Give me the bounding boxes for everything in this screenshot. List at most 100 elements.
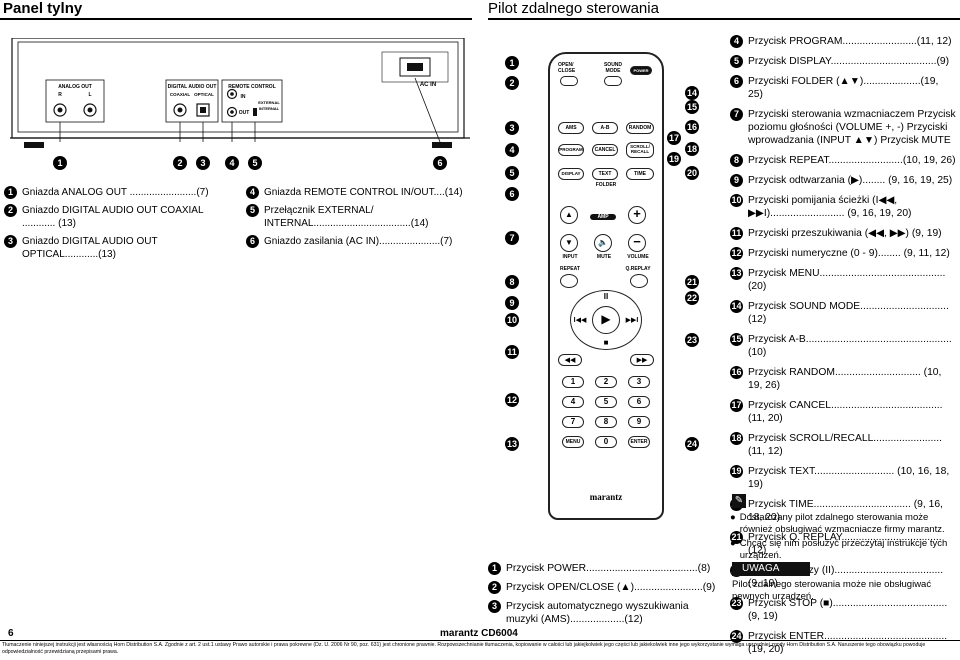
open-close-label: OPEN/ CLOSE bbox=[558, 62, 576, 74]
scroll-recall-button bbox=[626, 142, 654, 158]
stop-icon: ■ bbox=[603, 338, 609, 347]
remote-title: Pilot zdalnego sterowania bbox=[488, 0, 659, 17]
remote-callout-4: 4 bbox=[505, 143, 519, 157]
ams-button bbox=[558, 122, 584, 134]
digit-9-label: 9 bbox=[636, 417, 642, 426]
vol-up-icon: + bbox=[633, 206, 641, 221]
digit-9 bbox=[628, 416, 650, 428]
optical-label: OPTICAL bbox=[194, 92, 214, 97]
program-label: PROGRAM bbox=[559, 147, 583, 152]
digit-0 bbox=[595, 436, 617, 448]
remote-callout-3: 3 bbox=[505, 121, 519, 135]
rear-callout-3: 3 bbox=[196, 156, 210, 170]
remote-callout-10: 10 bbox=[505, 313, 519, 327]
rewind-icon: ◀◀ bbox=[564, 357, 576, 364]
play-icon: ▶ bbox=[601, 312, 611, 326]
vol-down-icon: − bbox=[633, 234, 641, 249]
enter-button bbox=[628, 436, 650, 448]
remote-control-label: REMOTE CONTROL bbox=[228, 84, 276, 90]
rear-callout-5: 5 bbox=[248, 156, 262, 170]
digit-6 bbox=[628, 396, 650, 408]
qreplay-label: Q.REPLAY bbox=[625, 266, 651, 272]
rear-callout-2: 2 bbox=[173, 156, 187, 170]
qreplay-button bbox=[630, 274, 648, 288]
warning-text: Pilot zdalnego sterowania może nie obsłu… bbox=[732, 579, 932, 602]
remote-callout-15: 15 bbox=[685, 100, 699, 114]
digit-7-label: 7 bbox=[570, 417, 576, 426]
remote-callout-23: 23 bbox=[685, 333, 699, 347]
folder-up-button bbox=[560, 206, 578, 224]
note-icon: ✎ bbox=[732, 494, 746, 508]
cancel-label: CANCEL bbox=[594, 147, 616, 153]
analog-out-label: ANALOG OUT bbox=[58, 84, 92, 90]
page-number: 6 bbox=[8, 628, 14, 639]
rear-callout-6: 6 bbox=[433, 156, 447, 170]
digit-1-label: 1 bbox=[570, 377, 576, 386]
remote-callout-16: 16 bbox=[685, 120, 699, 134]
folder-label: FOLDER bbox=[595, 182, 617, 188]
digit-3-label: 3 bbox=[636, 377, 642, 386]
note-item: ●Chcąc się nim posłużyć przeczytaj instr… bbox=[730, 538, 948, 561]
ffwd-icon: ▶▶ bbox=[636, 357, 648, 364]
play-button bbox=[592, 306, 620, 334]
footer-rule bbox=[0, 640, 960, 641]
remote-callout-19: 19 bbox=[667, 152, 681, 166]
text-button bbox=[592, 168, 618, 180]
text-label: TEXT bbox=[598, 171, 612, 177]
ffwd-button bbox=[630, 354, 654, 366]
remote-out-label: OUT bbox=[238, 110, 250, 116]
repeat-button bbox=[560, 274, 578, 288]
left-header-rule bbox=[0, 18, 472, 20]
vol-up-button bbox=[628, 206, 646, 224]
time-label: TIME bbox=[634, 171, 646, 177]
program-button bbox=[558, 144, 584, 156]
folder-down-button bbox=[560, 234, 578, 252]
remote-callout-20: 20 bbox=[685, 166, 699, 180]
digit-7 bbox=[562, 416, 584, 428]
remote-callout-2: 2 bbox=[505, 76, 519, 90]
skip-back-icon: I◀◀ bbox=[573, 317, 587, 324]
scroll-recall-label: SCROLL/ RECALL bbox=[630, 144, 650, 154]
skip-fwd-icon: ▶▶I bbox=[625, 317, 639, 324]
digit-2-label: 2 bbox=[603, 377, 609, 386]
legal-notice: Tłumaczenie niniejszej instrukcji jest w… bbox=[2, 642, 926, 655]
digit-3 bbox=[628, 376, 650, 388]
time-button bbox=[626, 168, 654, 180]
remote-callout-12: 12 bbox=[505, 393, 519, 407]
random-button bbox=[626, 122, 654, 134]
repeat-label: REPEAT bbox=[560, 266, 580, 272]
remote-control-drawing: OPEN/ CLOSE SOUND MODE POWER AMS A-B RAN… bbox=[548, 52, 664, 520]
remote-callout-9: 9 bbox=[505, 296, 519, 310]
remote-callout-7: 7 bbox=[505, 231, 519, 245]
remote-callout-14: 14 bbox=[685, 86, 699, 100]
ac-in-label: AC IN bbox=[419, 82, 437, 88]
remote-callout-21: 21 bbox=[685, 275, 699, 289]
pause-icon: II bbox=[603, 292, 609, 301]
display-button bbox=[558, 168, 584, 180]
internal-label: INTERNAL bbox=[258, 106, 280, 111]
remote-in-label: IN bbox=[240, 94, 246, 100]
remote-callout-22: 22 bbox=[685, 291, 699, 305]
folder-up-icon: ▲ bbox=[565, 210, 573, 219]
mute-icon: 🔈 bbox=[598, 238, 608, 247]
